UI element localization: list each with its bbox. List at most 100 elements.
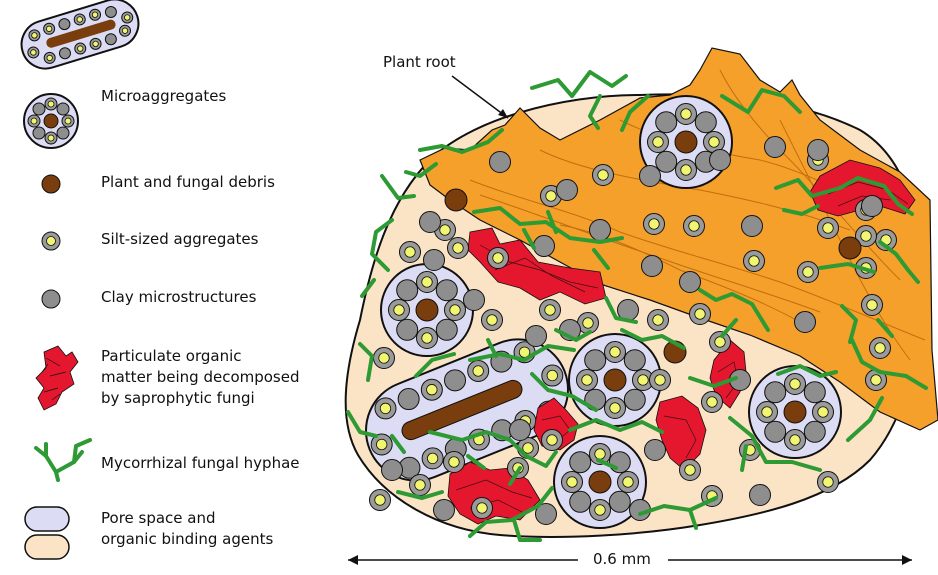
clay-microstructure <box>808 140 829 161</box>
clay-microstructure <box>695 112 716 133</box>
root-label: Plant root <box>383 53 456 71</box>
clay-microstructure <box>742 216 763 237</box>
silt-aggregate <box>472 498 493 519</box>
silt-aggregate <box>370 490 391 511</box>
clay-microstructure <box>436 319 457 340</box>
clay-microstructure <box>398 389 419 410</box>
silt-aggregate <box>818 472 839 493</box>
clay-microstructure <box>382 460 403 481</box>
silt-aggregate <box>676 160 697 181</box>
clay-microstructure <box>59 48 70 59</box>
legend-clay-label: Clay microstructures <box>101 287 256 308</box>
legend-debris-label: Plant and fungal debris <box>101 172 275 193</box>
silt-aggregate <box>410 475 431 496</box>
clay-microstructure <box>765 137 786 158</box>
silt-aggregate <box>605 398 626 419</box>
silt-aggregate <box>680 460 701 481</box>
clay-microstructure <box>640 166 661 187</box>
legend-pom-icon <box>36 346 78 410</box>
legend-silt-label: Silt-sized aggregates <box>101 229 258 250</box>
silt-aggregate <box>421 379 442 400</box>
clay-microstructure <box>510 420 531 441</box>
scale-label: 0.6 mm <box>593 550 651 568</box>
clay-microstructure <box>105 34 116 45</box>
silt-aggregate <box>542 365 563 386</box>
legend-debris-icon <box>42 175 60 193</box>
silt-aggregate <box>710 332 731 353</box>
clay-microstructure <box>609 452 630 473</box>
clay-microstructure <box>710 150 731 171</box>
silt-aggregate <box>650 370 671 391</box>
legend-pore-icon <box>25 507 69 531</box>
legend-pom-line-2: matter being decomposed <box>101 367 300 388</box>
silt-aggregate <box>648 310 669 331</box>
clay-microstructure <box>57 127 69 139</box>
clay-microstructure <box>557 180 578 201</box>
silt-aggregate <box>482 310 503 331</box>
clay-microstructure <box>585 350 606 371</box>
silt-aggregate <box>577 370 598 391</box>
legend-icons <box>16 0 145 559</box>
microaggregate <box>749 366 841 458</box>
silt-aggregate <box>813 402 834 423</box>
silt-aggregate <box>45 98 57 110</box>
silt-aggregate <box>540 300 561 321</box>
clay-microstructure <box>434 500 455 521</box>
macroaggregate-diagram <box>346 48 938 540</box>
silt-aggregate <box>374 348 395 369</box>
silt-aggregate <box>29 30 40 41</box>
legend-microaggregates-label: Microaggregates <box>101 86 226 107</box>
clay-microstructure <box>765 421 786 442</box>
silt-aggregate <box>562 472 583 493</box>
silt-aggregate <box>120 25 131 36</box>
silt-aggregate <box>590 500 611 521</box>
legend-pom-line-1: Particulate organic <box>101 346 300 367</box>
microaggregate <box>381 264 473 356</box>
silt-aggregate <box>862 295 883 316</box>
clay-microstructure <box>33 127 45 139</box>
clay-microstructure <box>624 350 645 371</box>
legend-clay-icon <box>42 290 60 308</box>
silt-aggregate <box>605 342 626 363</box>
debris-particle <box>416 299 438 321</box>
clay-microstructure <box>570 491 591 512</box>
silt-aggregate <box>444 452 465 473</box>
silt-aggregate <box>785 374 806 395</box>
silt-aggregate <box>400 242 421 263</box>
silt-aggregate <box>375 398 396 419</box>
clay-microstructure <box>765 382 786 403</box>
clay-microstructure <box>624 389 645 410</box>
clay-microstructure <box>490 152 511 173</box>
clay-microstructure <box>862 196 883 217</box>
clay-microstructure <box>397 280 418 301</box>
clay-microstructure <box>105 6 116 17</box>
debris-particle <box>839 237 861 259</box>
legend-hyphae-icon <box>36 440 90 480</box>
root-label-arrow <box>452 76 508 118</box>
silt-aggregate <box>445 300 466 321</box>
clay-microstructure <box>795 312 816 333</box>
clay-microstructure <box>642 256 663 277</box>
legend-pore-label: Pore space and organic binding agents <box>101 508 273 550</box>
silt-aggregate <box>90 9 101 20</box>
silt-aggregate <box>676 104 697 125</box>
legend-microaggregates-icon <box>24 94 78 148</box>
clay-microstructure <box>656 151 677 172</box>
mycorrhizal-hypha <box>532 72 626 96</box>
clay-microstructure <box>534 236 555 257</box>
silt-aggregate <box>593 165 614 186</box>
silt-aggregate <box>44 52 55 63</box>
silt-aggregate <box>44 23 55 34</box>
silt-aggregate <box>417 272 438 293</box>
silt-aggregate <box>28 115 40 127</box>
silt-aggregate <box>28 47 39 58</box>
clay-microstructure <box>464 290 485 311</box>
silt-aggregate <box>684 216 705 237</box>
clay-microstructure <box>645 440 666 461</box>
clay-microstructure <box>57 103 69 115</box>
clay-microstructure <box>590 220 611 241</box>
clay-microstructure <box>656 112 677 133</box>
legend-binding-icon <box>25 535 69 559</box>
clay-microstructure <box>33 103 45 115</box>
silt-aggregate <box>389 300 410 321</box>
